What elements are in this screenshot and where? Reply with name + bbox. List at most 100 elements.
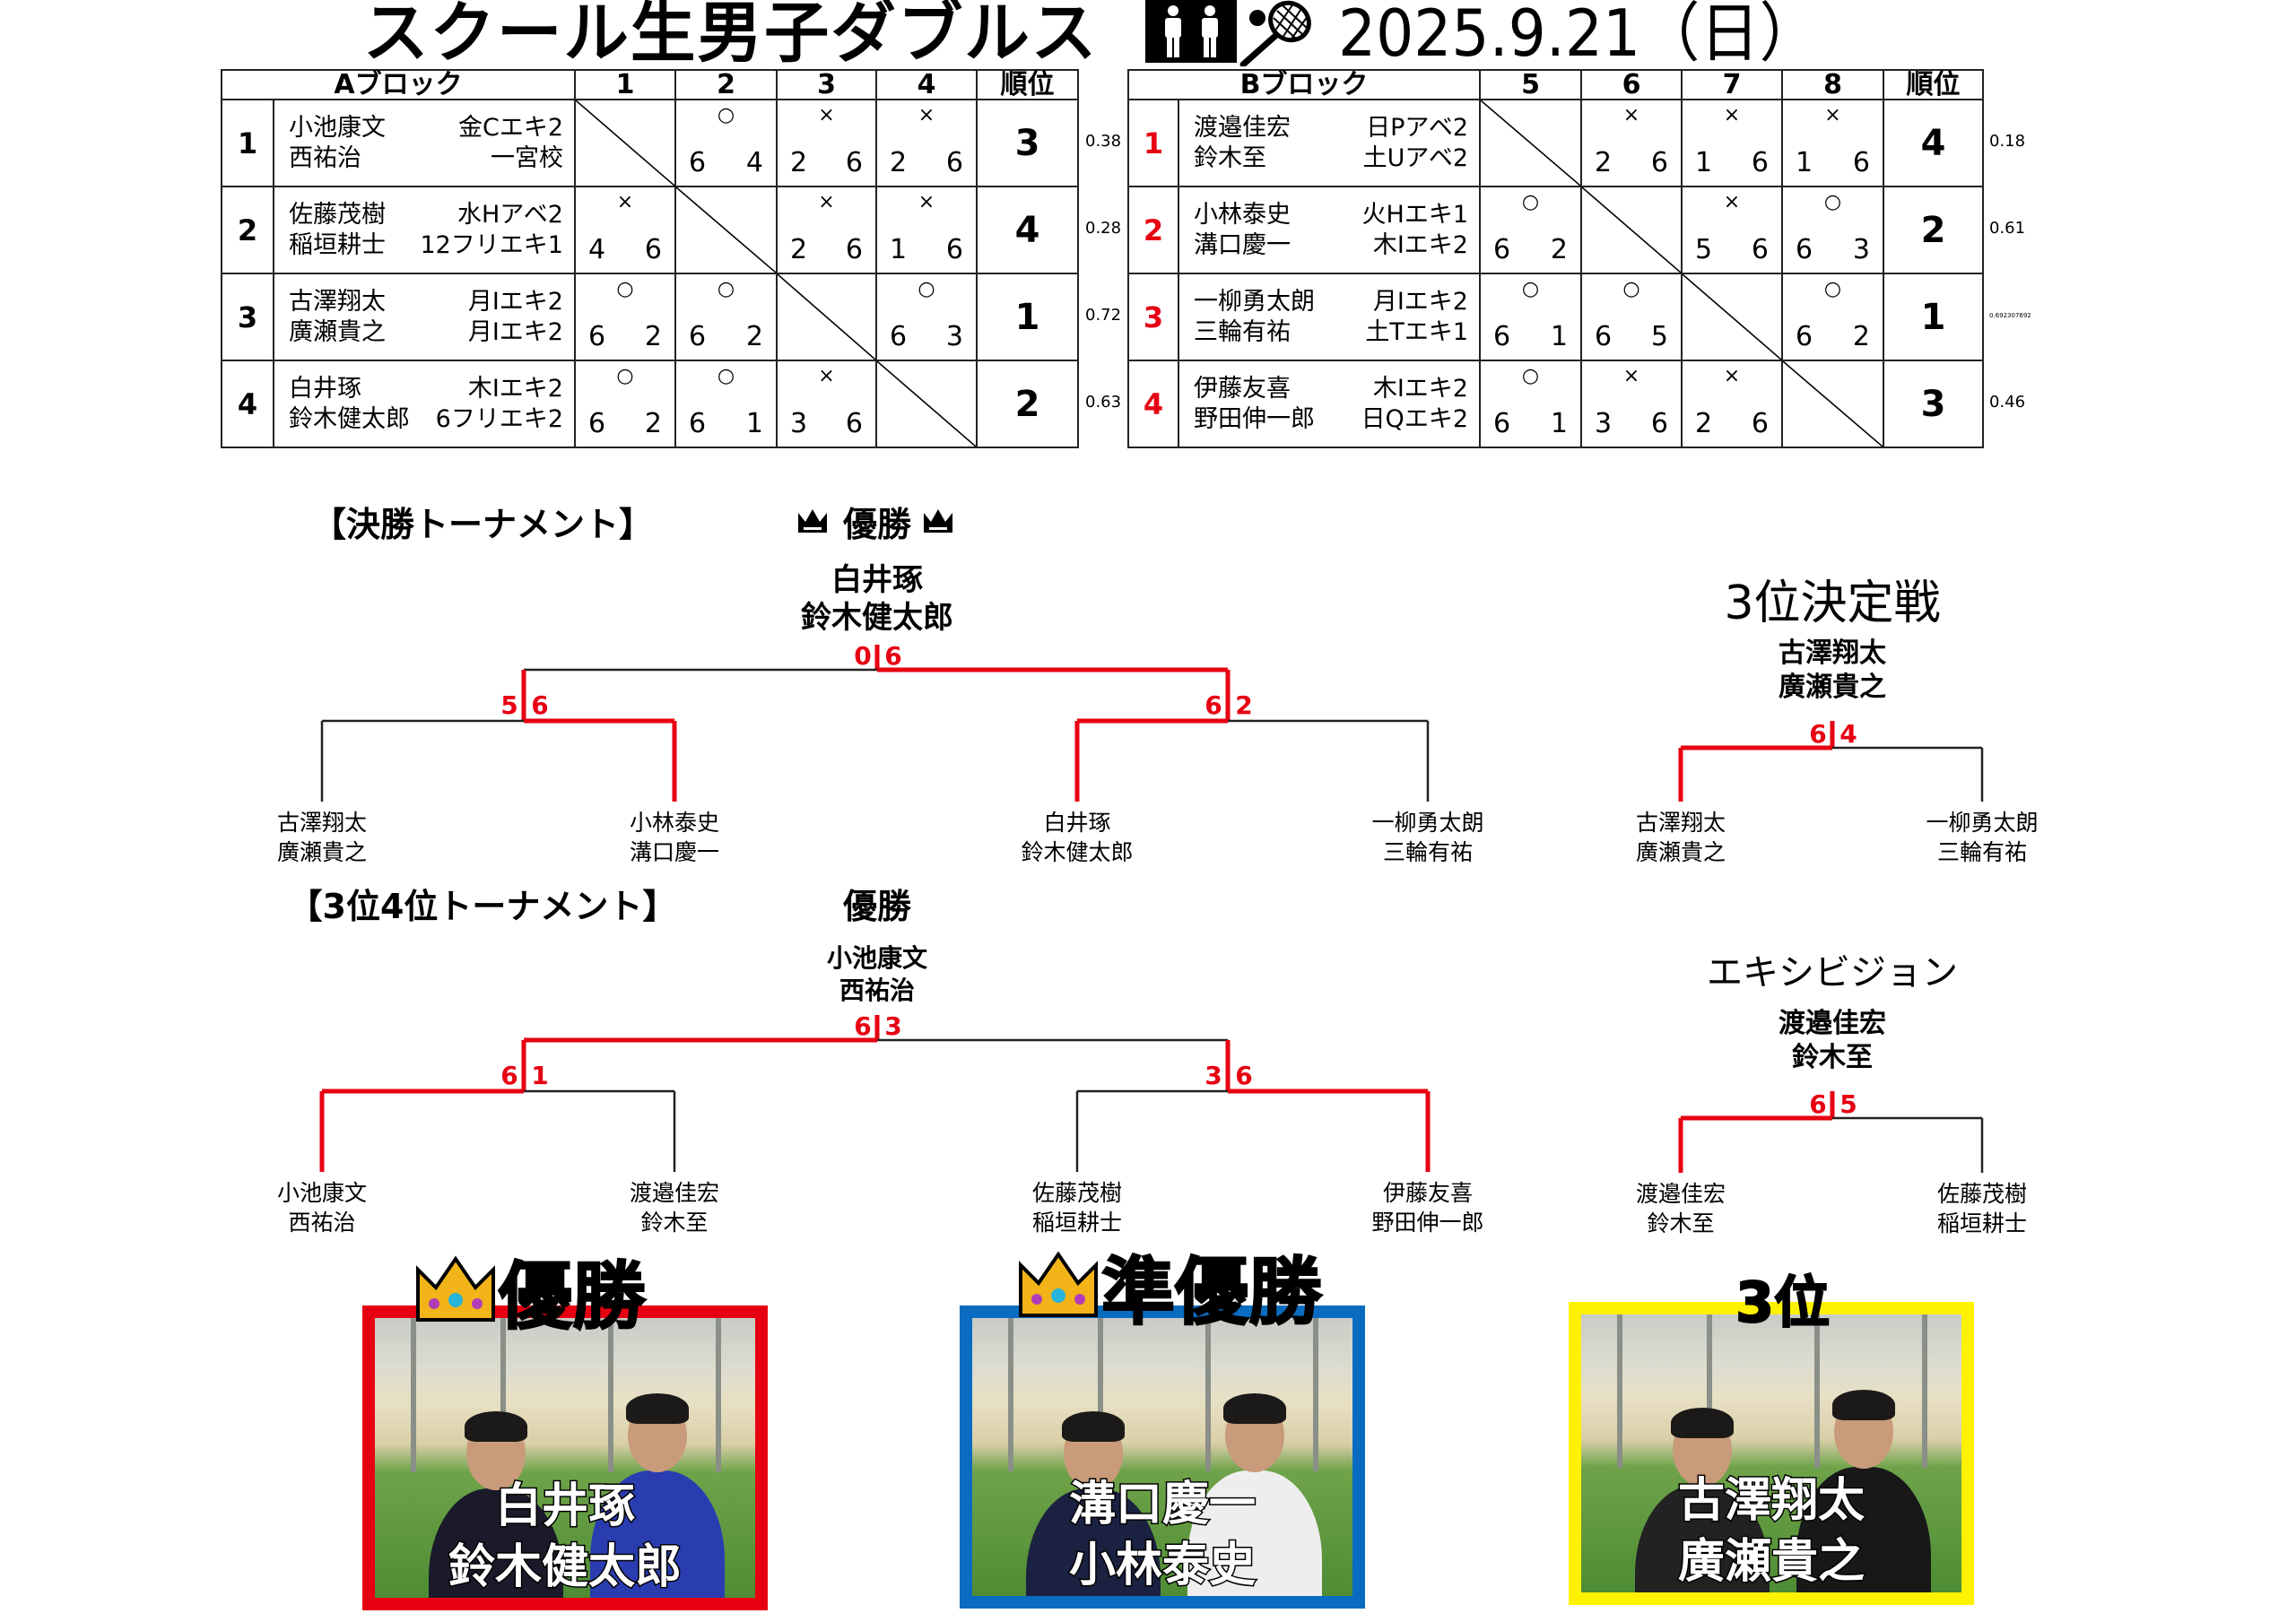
diagonal-cell bbox=[776, 273, 877, 361]
win-ratio: 0.18 bbox=[1989, 132, 2026, 151]
player-line: 野田伸一郎日Qエキ2 bbox=[1179, 404, 1479, 435]
result-mark: ○ bbox=[717, 104, 735, 126]
photo-name-2: 廣瀬貴之 bbox=[1676, 1534, 1866, 1591]
diagonal-cell bbox=[1580, 186, 1683, 274]
player-line: 一柳勇太朗月Iエキ2 bbox=[1179, 287, 1479, 317]
score-opponent: 1 bbox=[1550, 321, 1568, 352]
diagonal-cell bbox=[674, 186, 778, 274]
score-right: 5 bbox=[1839, 1089, 1857, 1119]
team-number: 1 bbox=[221, 99, 274, 187]
winner-photo bbox=[972, 1318, 1352, 1596]
team-player-1: 古澤翔太 bbox=[1636, 810, 1726, 836]
score-own: 4 bbox=[588, 234, 606, 265]
page-title: スクール生男子ダブルス bbox=[363, 0, 1099, 72]
win-ratio: 0.46 bbox=[1989, 393, 2026, 412]
player-name: 渡邉佳宏 bbox=[1194, 113, 1291, 142]
score-opponent: 2 bbox=[644, 408, 662, 439]
winner-player-1: 古澤翔太 bbox=[1779, 638, 1887, 669]
bracket-title: 【決勝トーナメント】 bbox=[312, 505, 653, 544]
player-club: 月Iエキ2 bbox=[1372, 287, 1468, 316]
crown-icon bbox=[1015, 1249, 1101, 1337]
result-mark: ○ bbox=[1521, 365, 1540, 387]
person-figure bbox=[1796, 1467, 1931, 1592]
score-own: 6 bbox=[1796, 234, 1813, 265]
score-right: 3 bbox=[884, 1011, 901, 1041]
score-opponent: 1 bbox=[1550, 408, 1568, 439]
result-mark: × bbox=[1723, 104, 1741, 126]
score-opponent: 6 bbox=[1650, 408, 1668, 439]
player-club: 木Iエキ2 bbox=[1372, 230, 1468, 259]
player-name: 廣瀬貴之 bbox=[289, 317, 386, 346]
score-right: 1 bbox=[531, 1061, 548, 1090]
photo-frame: 白井琢鈴木健太郎 bbox=[362, 1305, 768, 1610]
player-line: 渡邉佳宏日Pアベ2 bbox=[1179, 113, 1479, 143]
rank-value: 3 bbox=[1883, 360, 1984, 448]
player-name: 白井琢 bbox=[289, 374, 361, 403]
result-mark: ○ bbox=[717, 278, 735, 300]
player-name: 鈴木健太郎 bbox=[289, 404, 410, 433]
result-mark: × bbox=[818, 365, 835, 387]
photo-label-text: 優勝 bbox=[498, 1254, 647, 1340]
man-icon bbox=[1164, 5, 1181, 57]
player-line: 古澤翔太月Iエキ2 bbox=[274, 287, 574, 317]
diagonal-cell bbox=[574, 99, 676, 187]
team-player-2: 三輪有祐 bbox=[1937, 839, 2027, 865]
opponent-column-header: 5 bbox=[1479, 69, 1582, 100]
team-player-1: 白井琢 bbox=[1043, 810, 1110, 836]
team-player-2: 野田伸一郎 bbox=[1371, 1210, 1483, 1236]
result-mark: × bbox=[818, 104, 835, 126]
result-mark: × bbox=[1723, 365, 1741, 387]
diagonal-line bbox=[778, 274, 875, 360]
crown-emoji-icon bbox=[1019, 1251, 1098, 1317]
score-own: 6 bbox=[1493, 321, 1511, 352]
score-left: 3 bbox=[1205, 1061, 1222, 1090]
player-club: 火Hエキ1 bbox=[1361, 200, 1468, 229]
photo-label-text: 3位 bbox=[1735, 1269, 1831, 1336]
result-mark: × bbox=[1723, 191, 1741, 213]
opponent-column-header: 7 bbox=[1681, 69, 1783, 100]
champion-label: 優勝 bbox=[842, 505, 912, 544]
score-own: 2 bbox=[790, 234, 808, 265]
winner-photo bbox=[1581, 1314, 1961, 1592]
crown-emoji-icon bbox=[416, 1255, 495, 1322]
person-hair bbox=[1062, 1411, 1125, 1442]
champion-player-2: 鈴木健太郎 bbox=[801, 600, 953, 636]
diagonal-line bbox=[1683, 274, 1781, 360]
score-right: 6 bbox=[531, 690, 548, 720]
team-player-1: 渡邉佳宏 bbox=[630, 1180, 719, 1206]
player-name: 三輪有祐 bbox=[1194, 317, 1291, 346]
score-own: 6 bbox=[1796, 321, 1813, 352]
player-line: 伊藤友喜木Iエキ2 bbox=[1179, 374, 1479, 404]
opponent-column-header: 8 bbox=[1781, 69, 1884, 100]
result-mark: ○ bbox=[918, 278, 935, 300]
score-opponent: 6 bbox=[1751, 234, 1769, 265]
team-player-1: 伊藤友喜 bbox=[1383, 1180, 1473, 1206]
result-mark: ○ bbox=[616, 278, 634, 300]
team-player-1: 古澤翔太 bbox=[277, 810, 367, 836]
team-player-2: 鈴木健太郎 bbox=[1021, 839, 1133, 865]
winner-player-2: 鈴木至 bbox=[1792, 1042, 1873, 1073]
photo-pillar bbox=[500, 1318, 506, 1472]
team-number: 3 bbox=[221, 273, 274, 361]
opponent-column-header: 2 bbox=[674, 69, 778, 100]
team-player-1: 一柳勇太朗 bbox=[1926, 810, 2038, 836]
rank-value: 1 bbox=[1883, 273, 1984, 361]
score-opponent: 6 bbox=[1852, 147, 1870, 178]
photo-pillar bbox=[716, 1318, 721, 1472]
rank-value: 1 bbox=[976, 273, 1079, 361]
photo-name-1: 溝口慶一 bbox=[1067, 1477, 1257, 1533]
photo-name-1: 古澤翔太 bbox=[1676, 1473, 1866, 1530]
tennis-racket-icon bbox=[1239, 0, 1311, 66]
person-hair bbox=[1671, 1408, 1734, 1438]
